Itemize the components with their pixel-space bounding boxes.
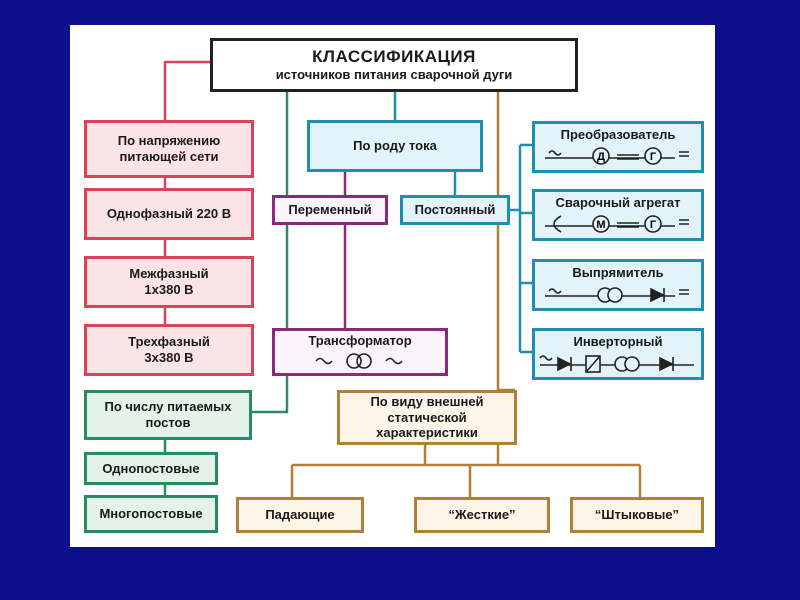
voltage-header: По напряжению питающей сети bbox=[84, 120, 254, 178]
characteristic-item-spike: “Штыковые” bbox=[570, 497, 704, 533]
title-main: КЛАССИФИКАЦИЯ bbox=[312, 47, 476, 66]
title-box: КЛАССИФИКАЦИЯ источников питания сварочн… bbox=[210, 38, 578, 92]
voltage-item-interphase: Межфазный 1х380 В bbox=[84, 256, 254, 308]
characteristic-header: По виду внешней статической характеристи… bbox=[337, 390, 517, 445]
welding-unit-symbol-icon: М Г bbox=[545, 215, 689, 234]
dc-box: Постоянный bbox=[400, 195, 510, 225]
posts-item-single: Однопостовые bbox=[84, 452, 218, 485]
title-sub: источников питания сварочной дуги bbox=[275, 67, 513, 83]
voltage-item-single-phase: Однофазный 220 В bbox=[84, 188, 254, 240]
current-type-header: По роду тока bbox=[307, 120, 483, 172]
dc-source-welding-unit: Сварочный агрегат М Г bbox=[532, 189, 704, 241]
dc-source-rectifier: Выпрямитель bbox=[532, 259, 704, 311]
transformer-symbol-icon bbox=[315, 353, 403, 370]
characteristic-item-falling: Падающие bbox=[236, 497, 364, 533]
svg-text:М: М bbox=[596, 219, 605, 231]
voltage-item-three-phase: Трехфазный 3х380 В bbox=[84, 324, 254, 376]
posts-header: По числу питаемых постов bbox=[84, 390, 252, 440]
converter-symbol-icon: Д Г bbox=[545, 147, 689, 166]
posts-item-multi: Многопостовые bbox=[84, 495, 218, 533]
dc-source-inverter: Инверторный bbox=[532, 328, 704, 380]
svg-text:Д: Д bbox=[597, 151, 605, 163]
rectifier-symbol-icon bbox=[545, 287, 689, 304]
characteristic-item-rigid: “Жесткие” bbox=[414, 497, 550, 533]
transformer-box: Трансформатор bbox=[272, 328, 448, 376]
ac-box: Переменный bbox=[272, 195, 388, 225]
svg-text:Г: Г bbox=[650, 219, 657, 231]
dc-source-converter: Преобразователь Д Г bbox=[532, 121, 704, 173]
inverter-symbol-icon bbox=[539, 355, 694, 374]
svg-text:Г: Г bbox=[650, 151, 657, 163]
